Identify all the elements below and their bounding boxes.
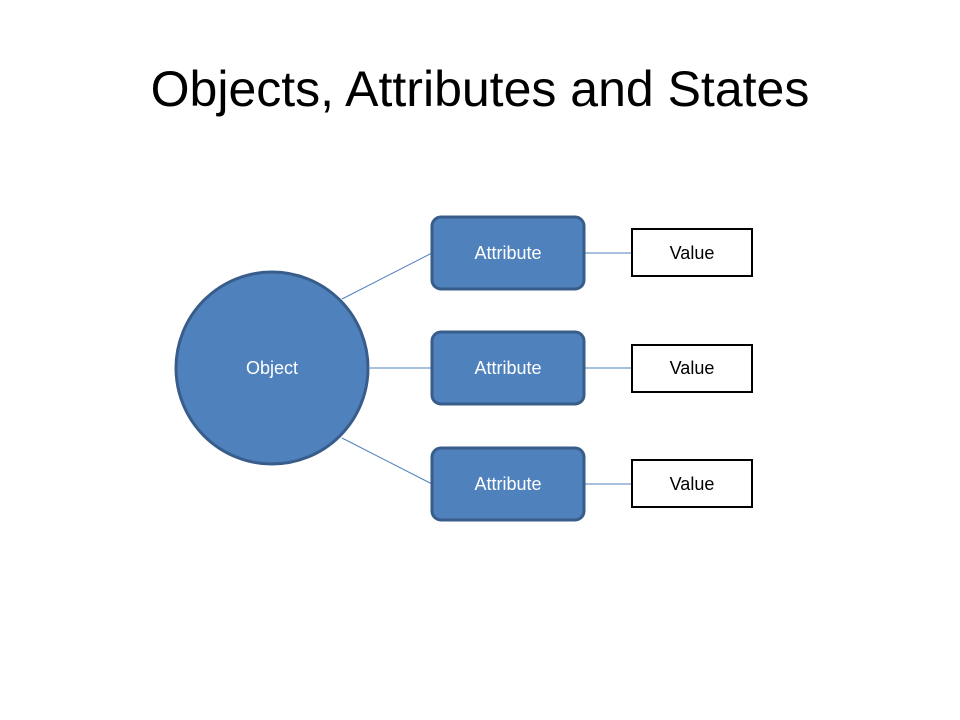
value-label: Value <box>670 474 715 494</box>
object-node: Object <box>174 270 370 466</box>
attribute-label: Attribute <box>474 474 541 494</box>
value-box <box>631 459 753 508</box>
value-label: Value <box>670 358 715 378</box>
connector-object-attribute-3 <box>341 437 433 485</box>
attribute-label: Attribute <box>474 243 541 263</box>
connector-object-attribute-1 <box>341 252 433 300</box>
value-box <box>631 228 753 277</box>
value-node: Value <box>631 344 753 393</box>
value-label: Value <box>670 243 715 263</box>
value-node: Value <box>631 228 753 277</box>
attribute-box <box>430 330 586 406</box>
slide-title: Objects, Attributes and States <box>150 61 810 117</box>
object-label: Object <box>246 358 298 378</box>
object-circle <box>174 270 370 466</box>
attribute-node: Attribute <box>430 330 586 406</box>
attribute-label: Attribute <box>474 358 541 378</box>
attribute-node: Attribute <box>430 446 586 522</box>
attribute-box <box>430 215 586 291</box>
attribute-node: Attribute <box>430 215 586 291</box>
value-node: Value <box>631 459 753 508</box>
attribute-box <box>430 446 586 522</box>
value-box <box>631 344 753 393</box>
